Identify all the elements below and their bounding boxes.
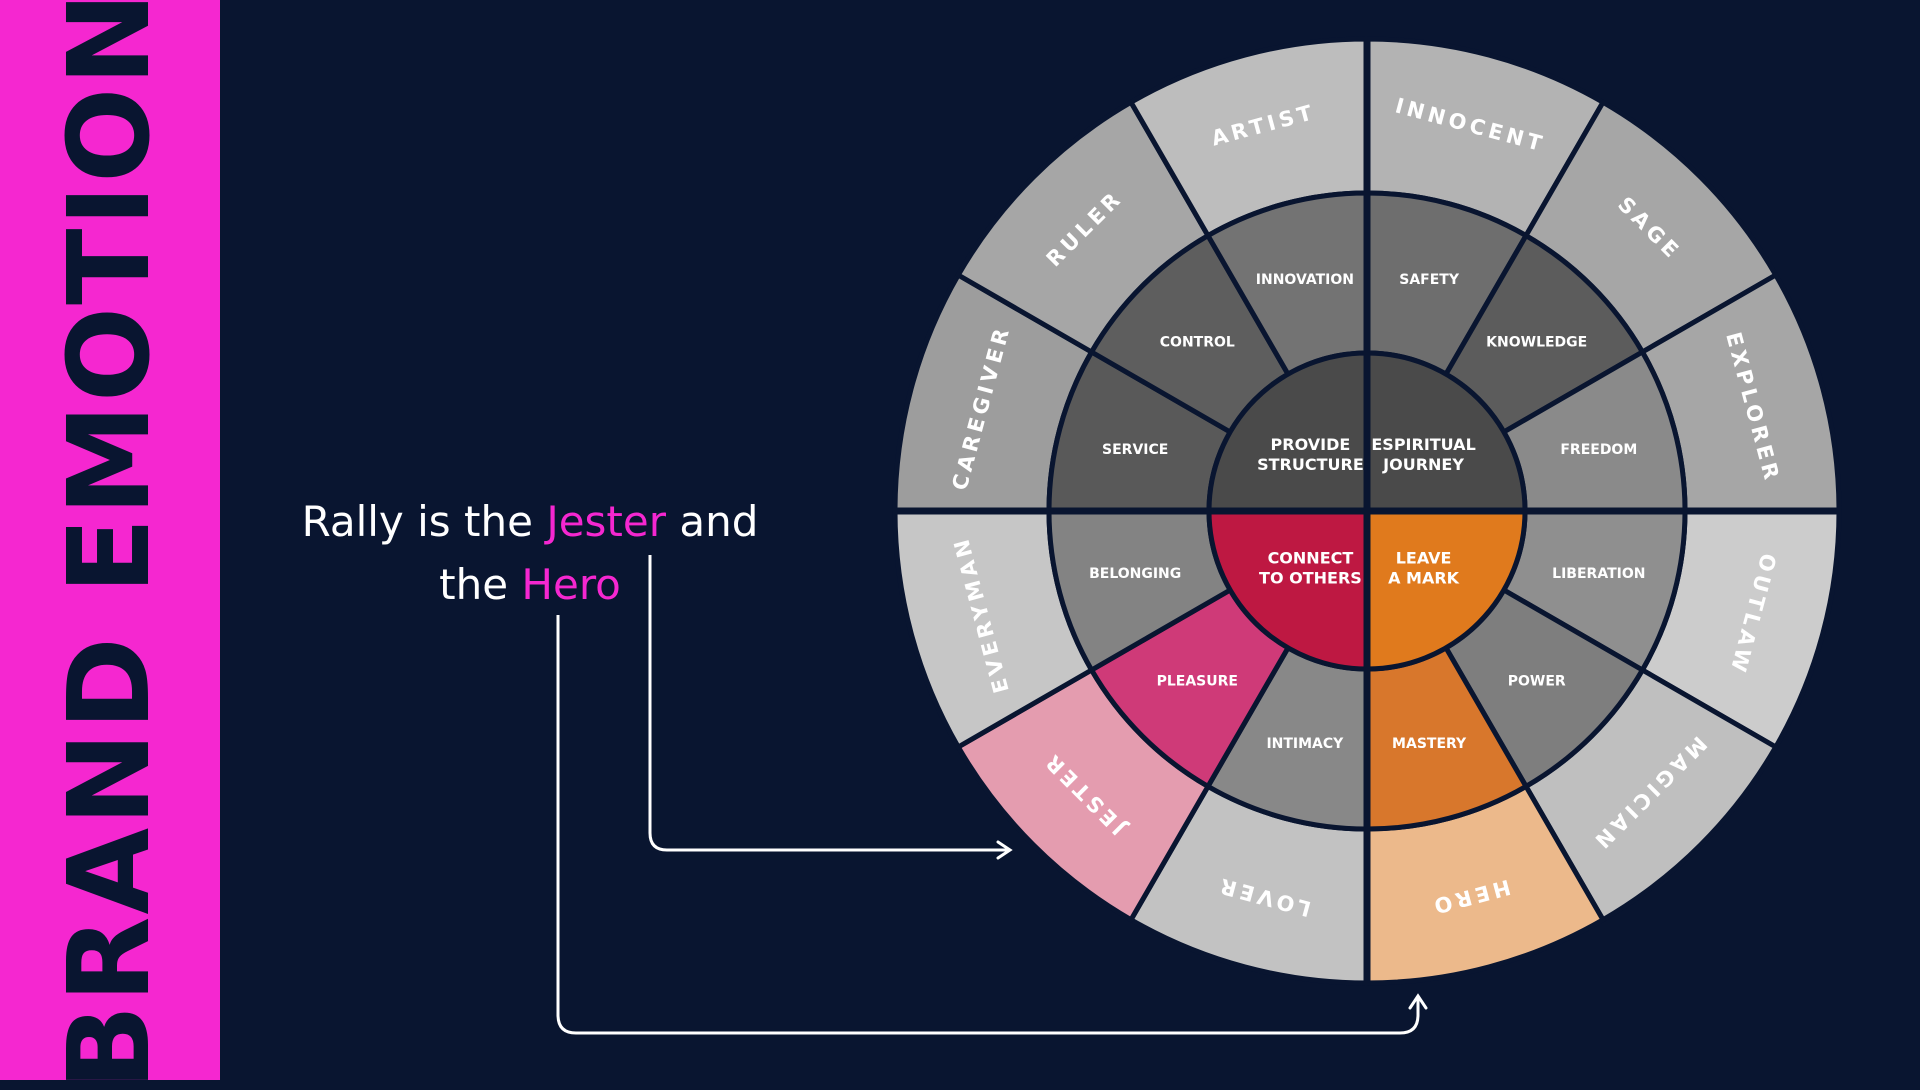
inner-segment-connect-to-others bbox=[1206, 508, 1370, 672]
headline-hero: Hero bbox=[521, 560, 621, 609]
hero-connector-line bbox=[556, 615, 1420, 1035]
headline-the: the bbox=[439, 560, 509, 609]
headline-jester: Jester bbox=[546, 497, 667, 546]
jester-connector-line bbox=[648, 555, 1008, 852]
jester-arrowhead-icon bbox=[996, 840, 1013, 860]
archetype-wheel: INNOCENTSAGEEXPLOREROUTLAWMAGICIANHEROLO… bbox=[892, 36, 1842, 986]
middle-label-pleasure: PLEASURE bbox=[1157, 674, 1238, 690]
inner-segment-provide-structure bbox=[1206, 350, 1370, 514]
middle-label-intimacy: INTIMACY bbox=[1266, 736, 1344, 752]
middle-label-power: POWER bbox=[1508, 674, 1566, 690]
middle-label-innovation: INNOVATION bbox=[1256, 272, 1354, 288]
middle-label-knowledge: KNOWLEDGE bbox=[1486, 334, 1587, 350]
inner-segment-leave-a-mark bbox=[1364, 508, 1528, 672]
middle-label-mastery: MASTERY bbox=[1392, 736, 1467, 752]
headline-prefix: Rally is the bbox=[301, 497, 533, 546]
middle-label-safety: SAFETY bbox=[1399, 272, 1460, 288]
hero-arrowhead-icon bbox=[1408, 993, 1428, 1010]
sidebar-band: BRAND EMOTION bbox=[0, 0, 220, 1090]
headline-middle: and bbox=[679, 497, 759, 546]
inner-segment-espiritual-journey bbox=[1364, 350, 1528, 514]
middle-label-belonging: BELONGING bbox=[1089, 566, 1181, 582]
middle-label-control: CONTROL bbox=[1160, 334, 1235, 350]
middle-label-liberation: LIBERATION bbox=[1552, 566, 1645, 582]
middle-label-service: SERVICE bbox=[1102, 442, 1168, 458]
middle-label-freedom: FREEDOM bbox=[1560, 442, 1637, 458]
headline: Rally is the Jester and the Hero bbox=[290, 490, 770, 616]
